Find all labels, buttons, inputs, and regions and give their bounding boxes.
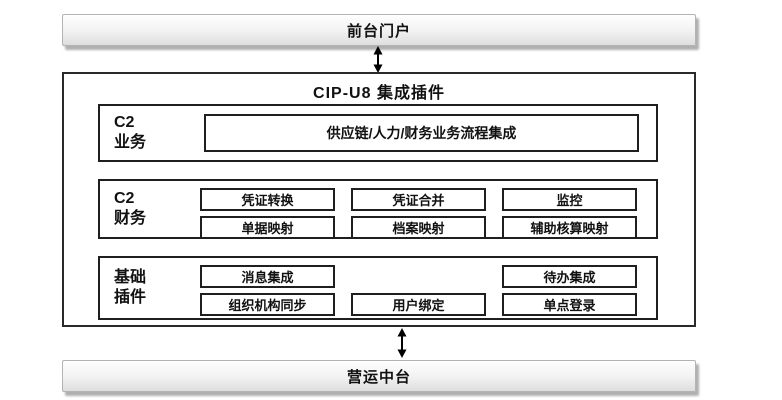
double-arrow-bottom-icon [397, 328, 407, 358]
section-c2-finance: C2 财务 凭证转换 凭证合并 监控 单据映射 档案映射 辅助核算映射 [98, 179, 658, 239]
label-line-2: 业务 [114, 134, 147, 151]
label-line-2: 财务 [114, 210, 147, 227]
item-org-structure-sync: 组织机构同步 [200, 293, 335, 316]
front-portal-bar: 前台门户 [62, 14, 696, 46]
section-c2-business: C2 业务 供应链/人力/财务业务流程集成 [98, 104, 658, 162]
plugin-container: CIP-U8 集成插件 C2 业务 供应链/人力/财务业务流程集成 C2 财务 … [62, 72, 696, 327]
operations-platform-label: 营运中台 [346, 368, 411, 386]
item-voucher-merge: 凭证合并 [351, 188, 486, 211]
item-business-process-integration: 供应链/人力/财务业务流程集成 [204, 114, 639, 152]
section-c2-finance-label: C2 财务 [100, 181, 200, 237]
double-arrow-top-icon [373, 46, 383, 73]
section-basic-plugins: 基础 插件 消息集成 待办集成 组织机构同步 用户绑定 单点登录 [98, 256, 658, 320]
item-archive-mapping: 档案映射 [351, 216, 486, 239]
plugin-title: CIP-U8 集成插件 [313, 85, 445, 102]
section-basic-plugins-content: 消息集成 待办集成 组织机构同步 用户绑定 单点登录 [200, 258, 656, 318]
label-line-2: 插件 [114, 289, 147, 306]
label-line-1: 基础 [114, 269, 147, 286]
label-line-1: C2 [114, 114, 135, 131]
item-single-sign-on: 单点登录 [502, 293, 637, 316]
item-document-mapping: 单据映射 [200, 216, 335, 239]
section-c2-business-label: C2 业务 [100, 106, 200, 160]
front-portal-label: 前台门户 [346, 22, 411, 40]
item-todo-integration: 待办集成 [502, 265, 637, 288]
item-aux-accounting-mapping: 辅助核算映射 [502, 216, 637, 239]
section-c2-finance-content: 凭证转换 凭证合并 监控 单据映射 档案映射 辅助核算映射 [200, 181, 656, 239]
operations-platform-bar: 营运中台 [62, 360, 696, 392]
item-voucher-conversion: 凭证转换 [200, 188, 335, 211]
item-monitoring: 监控 [502, 188, 637, 211]
label-line-1: C2 [114, 190, 135, 207]
section-basic-plugins-label: 基础 插件 [100, 258, 200, 318]
item-message-integration: 消息集成 [200, 265, 335, 288]
item-user-binding: 用户绑定 [351, 293, 486, 316]
section-c2-business-content: 供应链/人力/财务业务流程集成 [200, 106, 656, 160]
empty-cell [351, 265, 486, 288]
